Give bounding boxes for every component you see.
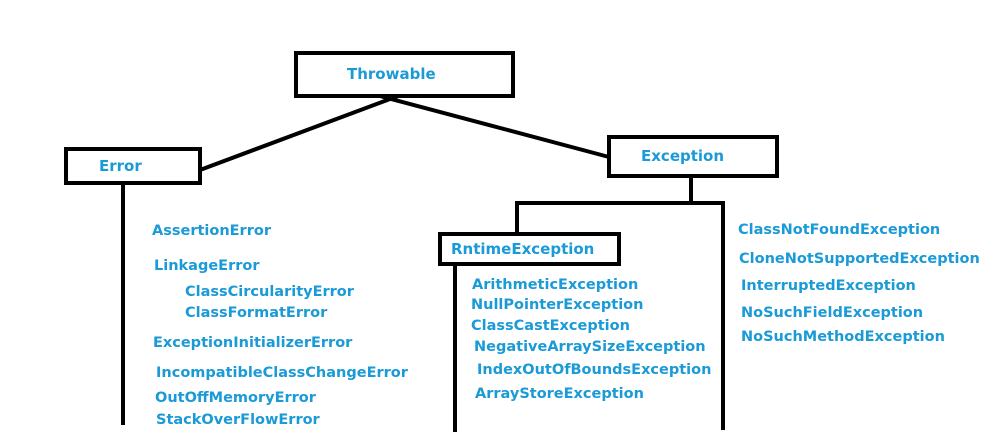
- error-subclass-item: AssertionError: [152, 223, 272, 239]
- error-node: Error: [64, 147, 202, 185]
- checked-subclass-item: NoSuchMethodException: [741, 329, 945, 345]
- error-subclass-list: AssertionError LinkageError ClassCircula…: [152, 223, 409, 428]
- error-label: Error: [99, 157, 142, 175]
- runtime-exception-box: [438, 232, 621, 266]
- exception-label: Exception: [641, 147, 724, 165]
- runtime-subclass-item: ClassCastException: [471, 318, 630, 334]
- throwable-box: [294, 51, 515, 98]
- connector-throwable-exception: [379, 94, 610, 159]
- error-box: [64, 147, 202, 185]
- exception-node: Exception: [607, 135, 779, 178]
- connector-throwable-error: [199, 94, 399, 172]
- linkage-subclass-item: ClassFormatError: [185, 305, 328, 321]
- runtime-exception-label: RntimeException: [451, 240, 594, 258]
- throwable-label: Throwable: [347, 65, 436, 83]
- linkage-subclass-item: ClassCircularityError: [185, 284, 355, 300]
- error-subclass-item: StackOverFlowError: [156, 412, 321, 428]
- error-subclass-item: ExceptionInitializerError: [153, 335, 353, 351]
- error-subclass-item: OutOffMemoryError: [155, 390, 317, 406]
- runtime-subclass-list: ArithmeticException NullPointerException…: [471, 277, 711, 402]
- runtime-subclass-item: IndexOutOfBoundsException: [477, 362, 711, 378]
- runtime-subclass-item: NegativeArraySizeException: [474, 339, 706, 355]
- runtime-subclass-item: NullPointerException: [471, 297, 643, 313]
- throwable-node: Throwable: [294, 51, 515, 98]
- error-subclass-item: IncompatibleClassChangeError: [156, 365, 409, 381]
- runtime-subclass-item: ArithmeticException: [472, 277, 638, 293]
- runtime-subclass-item: ArrayStoreException: [475, 386, 644, 402]
- checked-subclass-item: ClassNotFoundException: [738, 222, 940, 238]
- runtime-exception-node: RntimeException: [438, 232, 621, 266]
- checked-subclass-item: InterruptedException: [741, 278, 916, 294]
- checked-subclass-list: ClassNotFoundException CloneNotSupported…: [738, 222, 980, 345]
- checked-subclass-item: CloneNotSupportedException: [739, 251, 980, 267]
- checked-subclass-item: NoSuchFieldException: [741, 305, 923, 321]
- error-subclass-item: LinkageError: [154, 258, 260, 274]
- exception-box: [607, 135, 779, 178]
